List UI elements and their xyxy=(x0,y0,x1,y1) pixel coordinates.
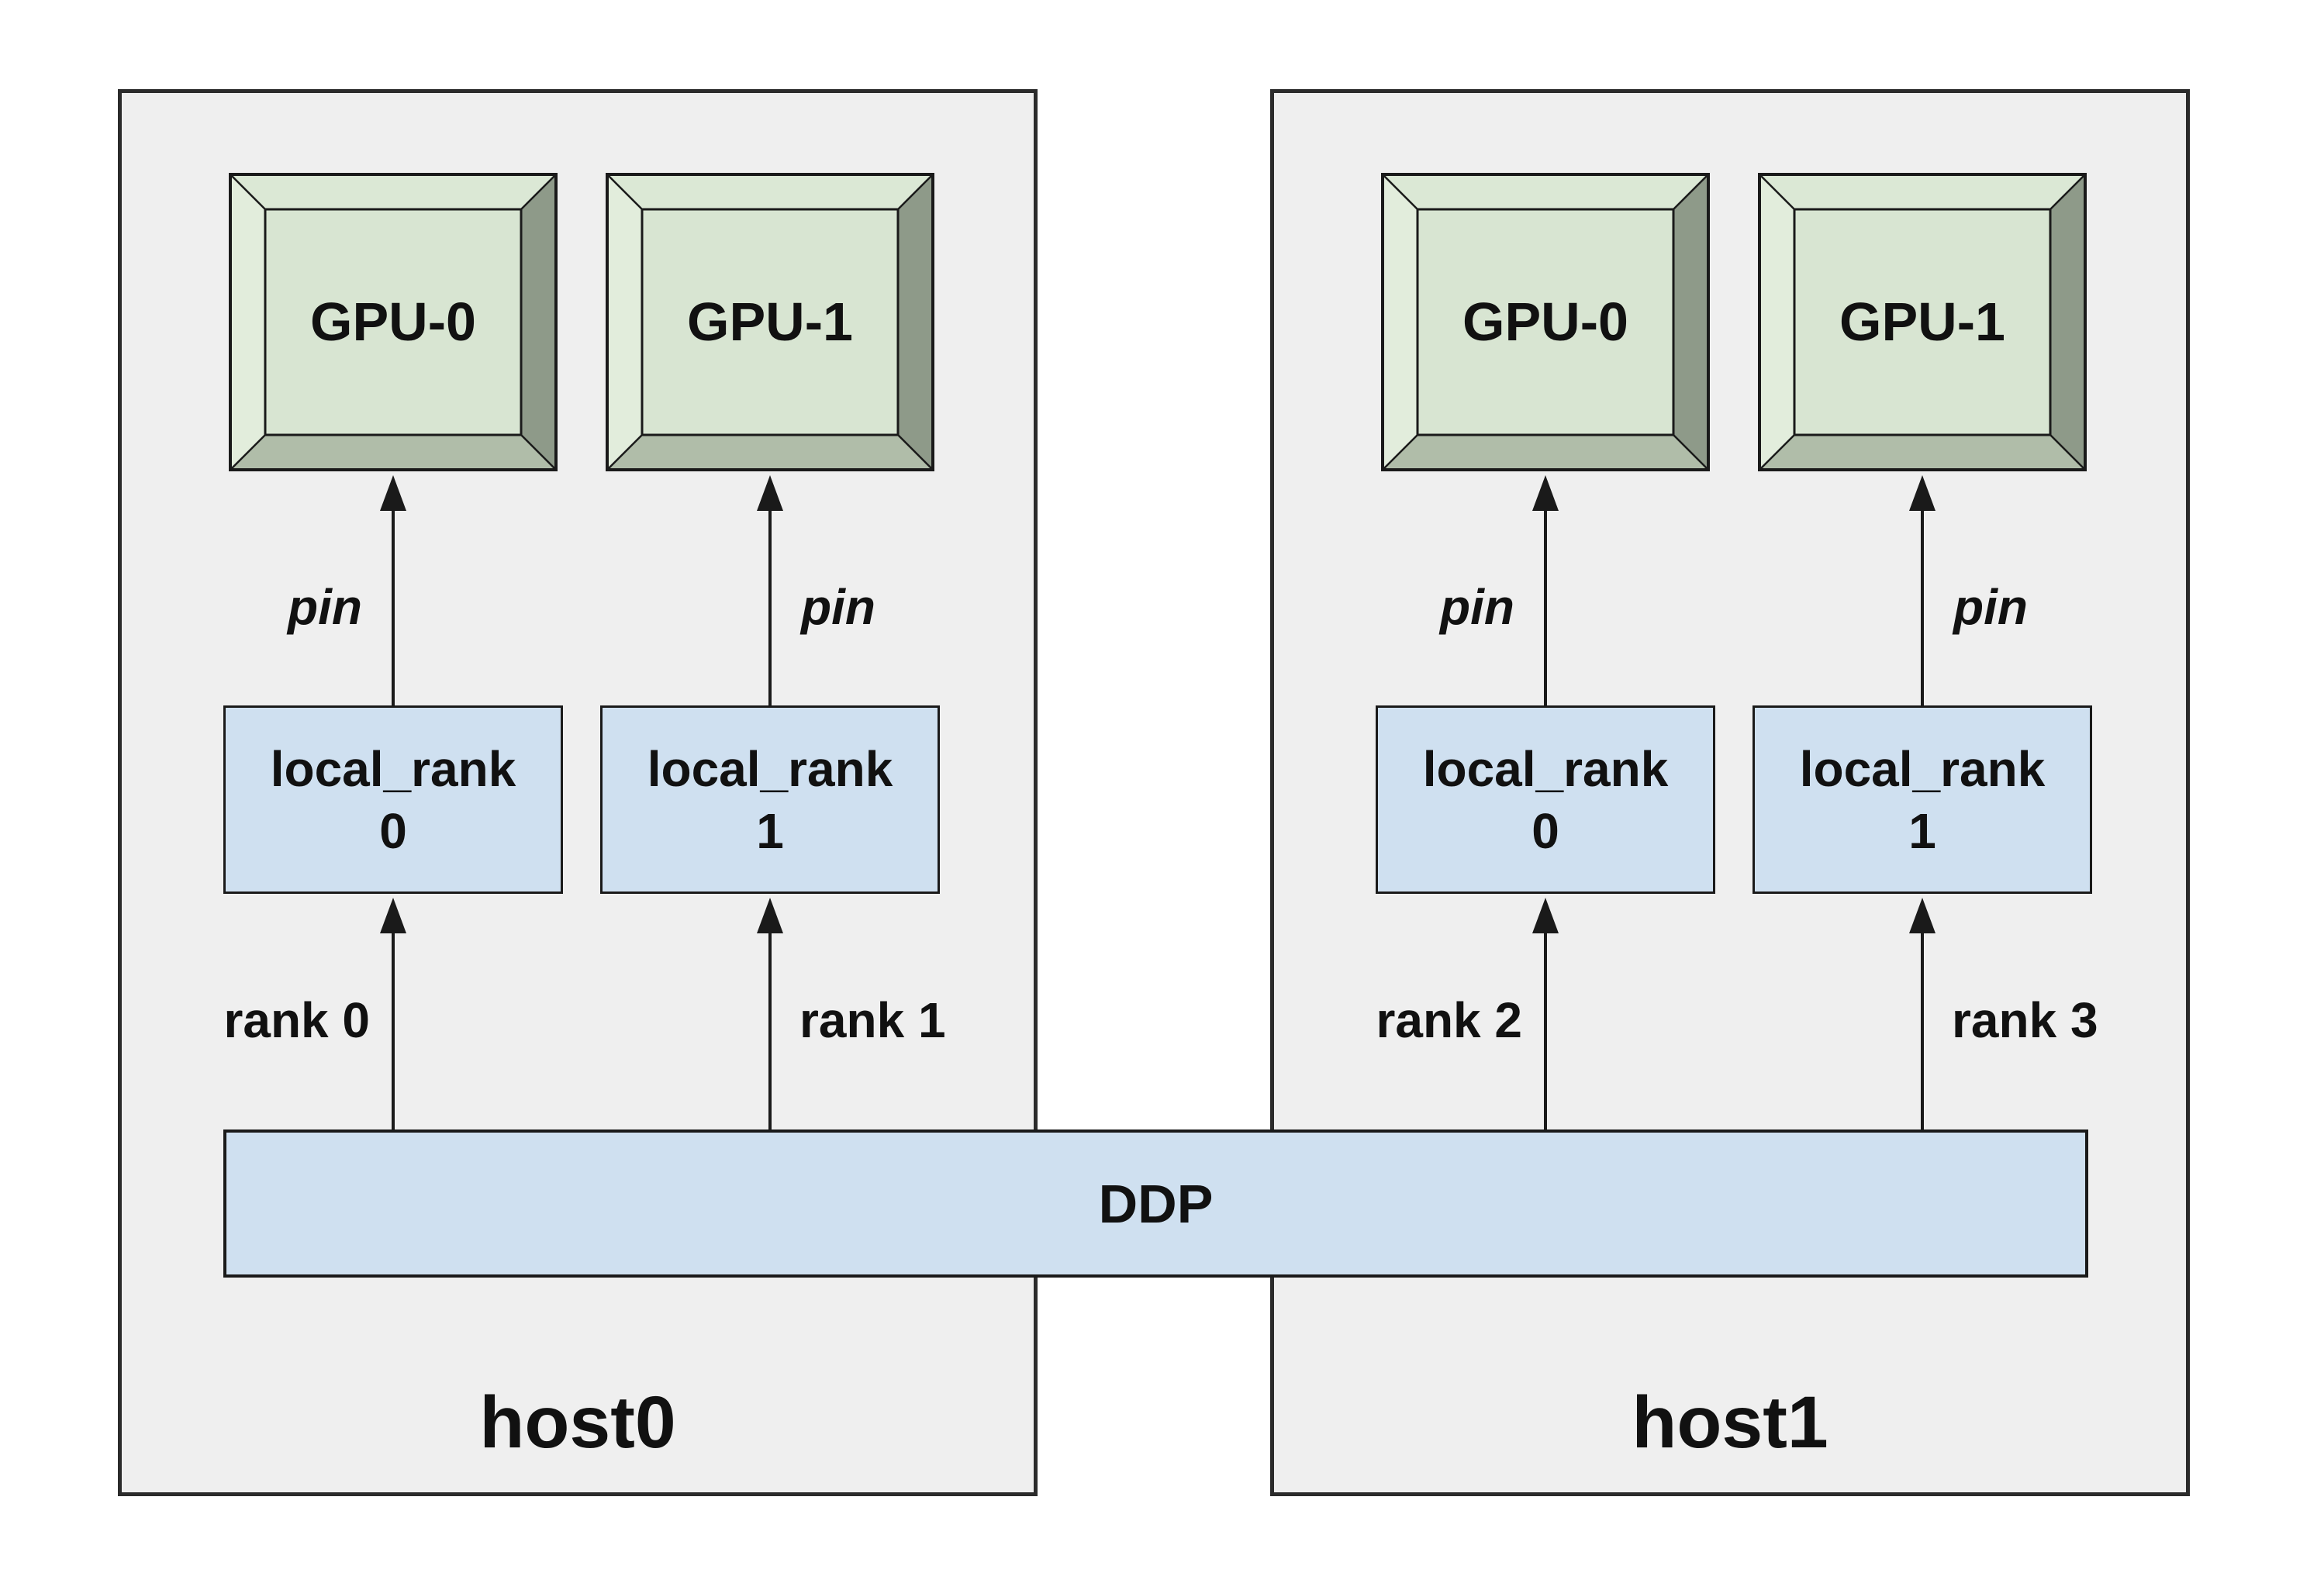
pin-arrow-head xyxy=(1532,475,1559,511)
pin-arrow-line xyxy=(392,511,395,705)
pin-arrow-head xyxy=(757,475,783,511)
rank-label: rank 2 xyxy=(1376,992,1522,1048)
gpu-corner-seam xyxy=(897,174,934,210)
gpu-corner-seam xyxy=(1673,434,1709,471)
pin-label: pin xyxy=(1440,579,1514,635)
host0-box: GPU-0 pin local_rank 0 rank 0 xyxy=(118,89,1038,1496)
gpu-bevel-right xyxy=(2050,173,2087,471)
local-rank-number: 1 xyxy=(756,802,784,859)
gpu-chip: GPU-1 xyxy=(606,173,934,471)
rank-arrow-line xyxy=(1544,933,1547,1133)
gpu-corner-seam xyxy=(1759,434,1795,471)
rank-arrow-line xyxy=(768,933,772,1133)
gpu-bevel-bottom xyxy=(229,435,558,471)
gpu-bevel-bottom xyxy=(606,435,934,471)
gpu-bevel-left xyxy=(1381,173,1418,471)
gpu-bevel-right xyxy=(898,173,934,471)
gpu-corner-seam xyxy=(230,434,266,471)
pin-arrow-line xyxy=(1921,511,1924,705)
gpu-outline xyxy=(229,173,558,471)
gpu-outline xyxy=(1381,173,1710,471)
local-rank-box: local_rank 1 xyxy=(1752,705,2092,894)
gpu-face xyxy=(1793,208,2052,436)
local-rank-box: local_rank 1 xyxy=(600,705,940,894)
pin-arrow-line xyxy=(1544,511,1547,705)
gpu-bevel-top xyxy=(229,173,558,209)
gpu-chip: GPU-1 xyxy=(1758,173,2087,471)
local-rank-label: local_rank xyxy=(1422,740,1669,797)
pin-label: pin xyxy=(1953,579,2028,635)
pin-label: pin xyxy=(288,579,362,635)
rank-arrow-line xyxy=(1921,933,1924,1133)
host-label: host0 xyxy=(479,1381,676,1464)
pin-arrow-head xyxy=(380,475,406,511)
gpu-keycap-icon: GPU-0 xyxy=(229,173,558,471)
gpu-face xyxy=(641,208,900,436)
gpu-corner-seam xyxy=(230,174,266,210)
pin-label: pin xyxy=(801,579,875,635)
gpu-label: GPU-1 xyxy=(687,291,853,352)
gpu-corner-seam xyxy=(1673,174,1709,210)
gpu-face xyxy=(264,208,523,436)
gpu-corner-seam xyxy=(897,434,934,471)
gpu-bevel-left xyxy=(229,173,265,471)
gpu-label: GPU-0 xyxy=(310,291,476,352)
local-rank-label: local_rank xyxy=(647,740,893,797)
ddp-label: DDP xyxy=(1098,1173,1214,1234)
gpu-corner-seam xyxy=(520,174,557,210)
gpu-chip: GPU-0 xyxy=(229,173,558,471)
gpu-corner-seam xyxy=(2049,174,2086,210)
host1-box: GPU-0 pin local_rank 0 rank 2 xyxy=(1270,89,2190,1496)
local-rank-number: 0 xyxy=(379,802,407,859)
gpu-keycap-icon: GPU-0 xyxy=(1381,173,1710,471)
local-rank-number: 1 xyxy=(1908,802,1936,859)
rank-label: rank 0 xyxy=(223,992,370,1048)
rank-arrow-line xyxy=(392,933,395,1133)
gpu-corner-seam xyxy=(606,434,643,471)
gpu-corner-seam xyxy=(1759,174,1795,210)
gpu-bevel-bottom xyxy=(1381,435,1710,471)
rank-label: rank 3 xyxy=(1952,992,2098,1048)
gpu-bevel-left xyxy=(1758,173,1794,471)
gpu-bevel-top xyxy=(606,173,934,209)
gpu-outline xyxy=(1758,173,2087,471)
gpu-keycap-icon: GPU-1 xyxy=(606,173,934,471)
gpu-keycap-icon: GPU-1 xyxy=(1758,173,2087,471)
gpu-chip: GPU-0 xyxy=(1381,173,1710,471)
pin-arrow-line xyxy=(768,511,772,705)
rank-arrow-head xyxy=(757,898,783,933)
gpu-corner-seam xyxy=(606,174,643,210)
host-label: host1 xyxy=(1632,1381,1828,1464)
local-rank-number: 0 xyxy=(1531,802,1559,859)
rank-arrow-head xyxy=(380,898,406,933)
ddp-bar: DDP xyxy=(223,1129,2088,1278)
gpu-bevel-right xyxy=(521,173,558,471)
gpu-bevel-top xyxy=(1381,173,1710,209)
gpu-label: GPU-1 xyxy=(1839,291,2005,352)
gpu-bevel-right xyxy=(1673,173,1710,471)
local-rank-label: local_rank xyxy=(1799,740,2046,797)
local-rank-label: local_rank xyxy=(270,740,516,797)
pin-arrow-head xyxy=(1909,475,1936,511)
local-rank-box: local_rank 0 xyxy=(223,705,563,894)
gpu-corner-seam xyxy=(1382,434,1418,471)
gpu-label: GPU-0 xyxy=(1462,291,1628,352)
rank-arrow-head xyxy=(1532,898,1559,933)
rank-arrow-head xyxy=(1909,898,1936,933)
local-rank-box: local_rank 0 xyxy=(1376,705,1715,894)
gpu-corner-seam xyxy=(1382,174,1418,210)
gpu-bevel-top xyxy=(1758,173,2087,209)
gpu-face xyxy=(1416,208,1675,436)
gpu-outline xyxy=(606,173,934,471)
rank-label: rank 1 xyxy=(799,992,946,1048)
gpu-corner-seam xyxy=(520,434,557,471)
gpu-bevel-bottom xyxy=(1758,435,2087,471)
gpu-corner-seam xyxy=(2049,434,2086,471)
gpu-bevel-left xyxy=(606,173,642,471)
